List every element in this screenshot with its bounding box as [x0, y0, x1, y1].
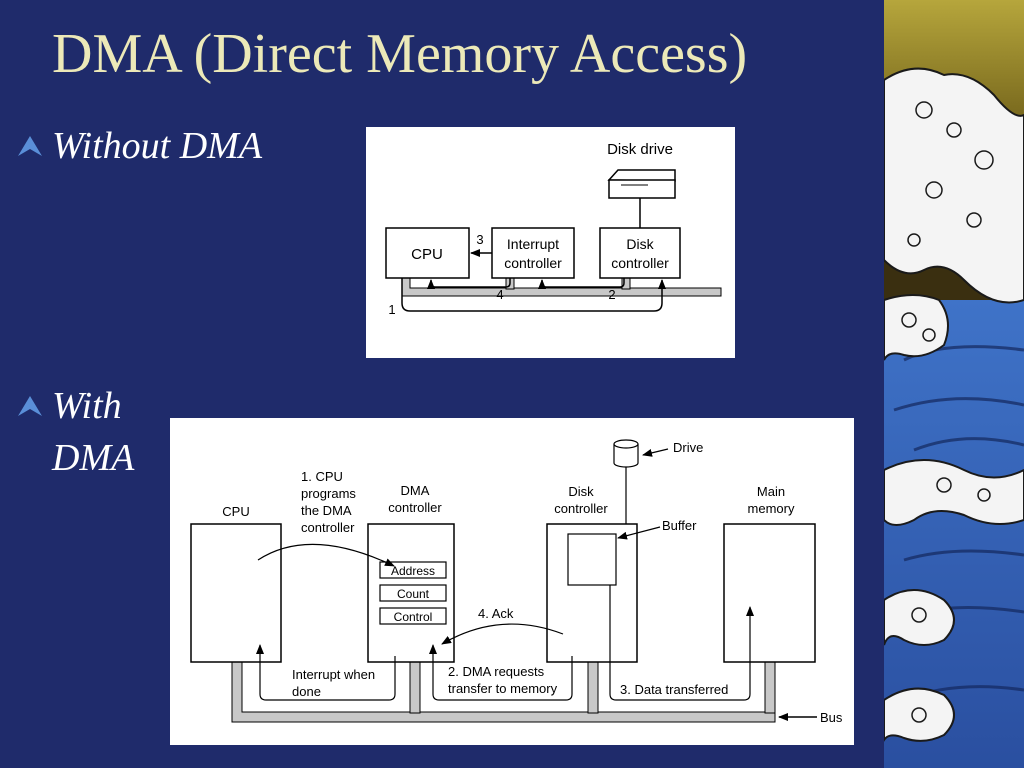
dma-controller-label-2: controller — [388, 500, 442, 515]
control-register — [379, 607, 447, 625]
step4-arrow — [441, 623, 564, 645]
bullet-text: Without DMA — [52, 125, 263, 167]
arrow-2 — [538, 278, 625, 289]
diagram-with-dma: Bus CPU DMA controller Address Count Con… — [170, 418, 854, 745]
buffer-box — [567, 533, 617, 586]
disk-drive-icon — [607, 169, 676, 199]
count-register-label: Count — [397, 587, 430, 601]
bullet-text-line-2: DMA — [52, 437, 135, 479]
drive-pointer — [642, 448, 669, 457]
wave-art-decoration — [884, 0, 1024, 768]
bullet-glyph-icon — [18, 136, 42, 156]
bus-label: Bus — [820, 710, 843, 725]
step1-label-3: the DMA — [301, 503, 352, 518]
step3-label: 3. Data transferred — [620, 682, 728, 697]
bullet-without-dma: Without DMA — [18, 120, 263, 172]
bus — [401, 275, 722, 297]
arrow-1 — [401, 278, 666, 312]
diagram-without-svg: Disk drive CPU Interrupt controller Disk… — [385, 141, 722, 317]
step1-label-1: 1. CPU — [301, 469, 343, 484]
interrupt-label-2: done — [292, 684, 321, 699]
slide-title: DMA (Direct Memory Access) — [52, 23, 748, 85]
address-register-label: Address — [391, 564, 435, 578]
address-register — [379, 561, 447, 579]
main-memory-label-2: memory — [748, 501, 795, 516]
dma-controller-label-1: DMA — [401, 483, 430, 498]
step2-label-1: 2. DMA requests — [448, 664, 545, 679]
disk-controller-label-1: Disk — [568, 484, 594, 499]
main-memory-label-1: Main — [757, 484, 785, 499]
disk-controller-label-2: controller — [554, 501, 608, 516]
buffer-pointer — [617, 526, 661, 540]
cpu-label: CPU — [222, 504, 249, 519]
drive-icon — [613, 439, 639, 468]
bus-stub — [409, 661, 421, 714]
bullet-with-dma: With DMA — [18, 380, 135, 484]
bullet-glyph-icon — [18, 396, 42, 416]
step3-arrow — [609, 585, 754, 701]
step-1-label: 1 — [388, 302, 395, 317]
arrow-4 — [427, 278, 511, 289]
count-register — [379, 584, 447, 602]
step2-label-2: transfer to memory — [448, 681, 558, 696]
interrupt-controller-box — [491, 227, 575, 279]
cpu-label: CPU — [411, 246, 443, 263]
cpu-box — [190, 523, 282, 663]
main-memory-box — [723, 523, 816, 663]
buffer-label: Buffer — [662, 518, 697, 533]
step1-label-4: controller — [301, 520, 355, 535]
step1-label-2: programs — [301, 486, 356, 501]
step-4-label: 4 — [496, 287, 503, 302]
interrupt-label-1: Interrupt when — [292, 667, 375, 682]
disk-controller-label-1: Disk — [626, 236, 654, 252]
disk-controller-label-2: controller — [611, 255, 669, 271]
step-2-label: 2 — [608, 287, 615, 302]
cpu-box — [385, 227, 470, 279]
step1-arrow — [257, 543, 395, 567]
diagram-without-dma: Disk drive CPU Interrupt controller Disk… — [366, 127, 735, 358]
drive-label: Drive — [673, 440, 703, 455]
step2-arrow — [429, 644, 573, 701]
interrupt-controller-label-2: controller — [504, 255, 562, 271]
disk-controller-box — [599, 227, 681, 279]
disk-drive-label: Disk drive — [607, 141, 673, 158]
step-3-label: 3 — [476, 232, 483, 247]
step4-label: 4. Ack — [478, 606, 514, 621]
interrupt-controller-label-1: Interrupt — [507, 236, 559, 252]
bus-stub — [764, 661, 776, 714]
bus-stub — [587, 661, 599, 714]
control-register-label: Control — [394, 610, 433, 624]
diagram-with-svg: Bus CPU DMA controller Address Count Con… — [190, 439, 843, 725]
interrupt-arrow — [256, 644, 396, 701]
bullet-text-line-1: With — [52, 385, 122, 427]
